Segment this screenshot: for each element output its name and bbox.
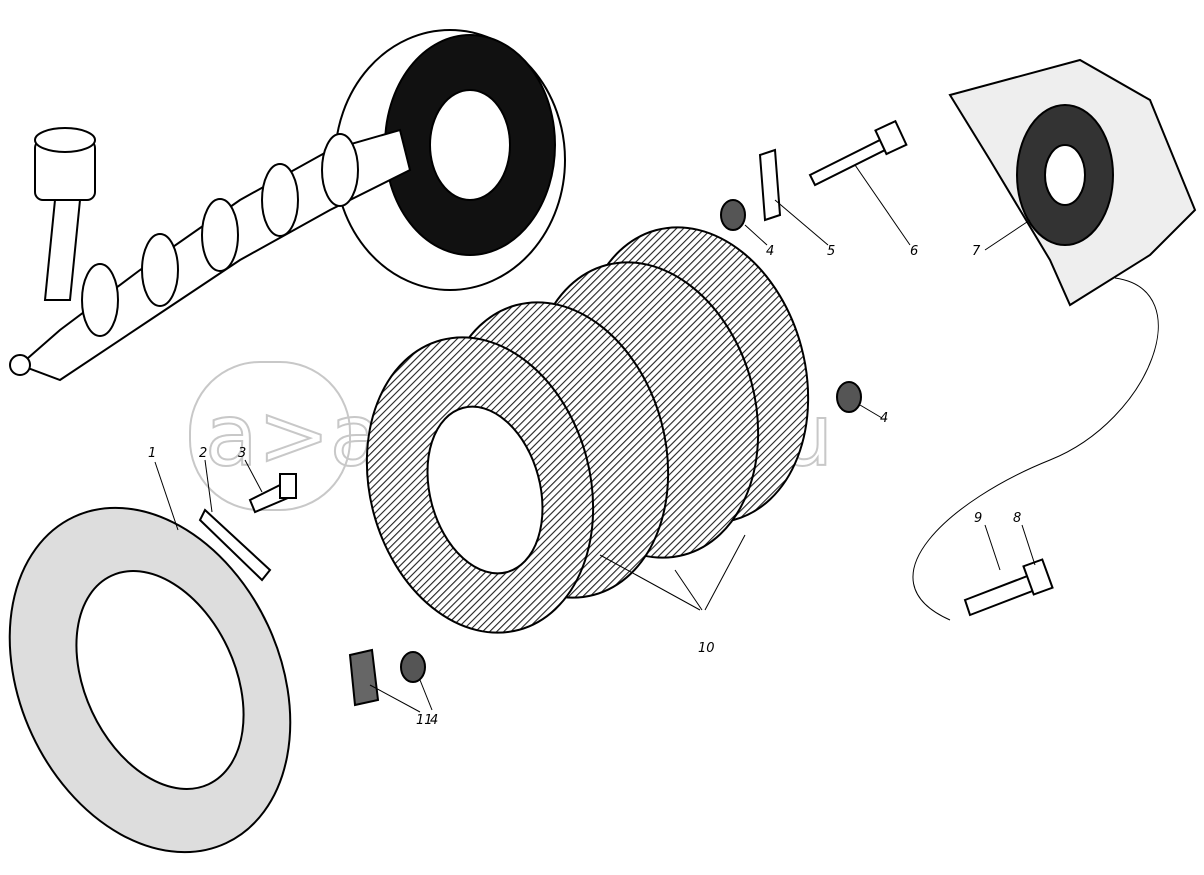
disc-set xyxy=(365,226,810,634)
flange-part xyxy=(948,58,1197,307)
callout-7: 7 xyxy=(972,244,981,259)
leader-lines xyxy=(154,164,1159,713)
callout-2: 2 xyxy=(199,446,207,461)
callout-8: 8 xyxy=(1013,511,1021,526)
callout-4-top: 4 xyxy=(766,244,774,259)
callout-4-right: 4 xyxy=(880,411,888,426)
small-parts xyxy=(198,119,1054,707)
callout-1: 1 xyxy=(148,446,156,461)
callout-6: 6 xyxy=(910,244,918,259)
callout-9: 9 xyxy=(974,511,982,526)
flywheel-part xyxy=(8,506,292,854)
crankshaft-assembly xyxy=(9,29,566,382)
callout-5: 5 xyxy=(827,244,835,259)
callout-3: 3 xyxy=(238,446,246,461)
callout-10: 10 xyxy=(698,641,715,656)
callout-4-bottom: 4 xyxy=(430,713,438,728)
callout-11: 11 xyxy=(416,713,433,728)
callout-labels: 1 2 3 4 5 6 7 4 9 8 10 11 4 xyxy=(148,244,1021,728)
